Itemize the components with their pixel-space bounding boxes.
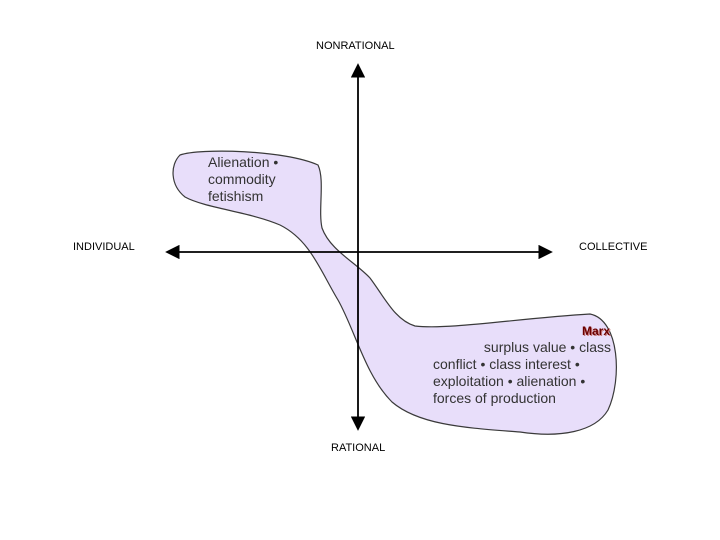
axis-label-rational: RATIONAL <box>331 442 386 454</box>
axis-label-individual: INDIVIDUAL <box>73 241 135 253</box>
marx-region <box>172 150 617 435</box>
region-title-marx: Marx <box>582 324 611 338</box>
marx-text-line: conflict • class interest • <box>433 356 580 372</box>
region-text-alienation: Alienation • commodity fetishism <box>208 154 279 204</box>
axis-label-collective: COLLECTIVE <box>579 241 648 253</box>
marx-text-line: forces of production <box>433 390 556 406</box>
marx-text-line: surplus value • class <box>483 339 611 355</box>
marx-text-line: exploitation • alienation • <box>433 373 586 389</box>
axis-label-nonrational: NONRATIONAL <box>316 40 395 52</box>
